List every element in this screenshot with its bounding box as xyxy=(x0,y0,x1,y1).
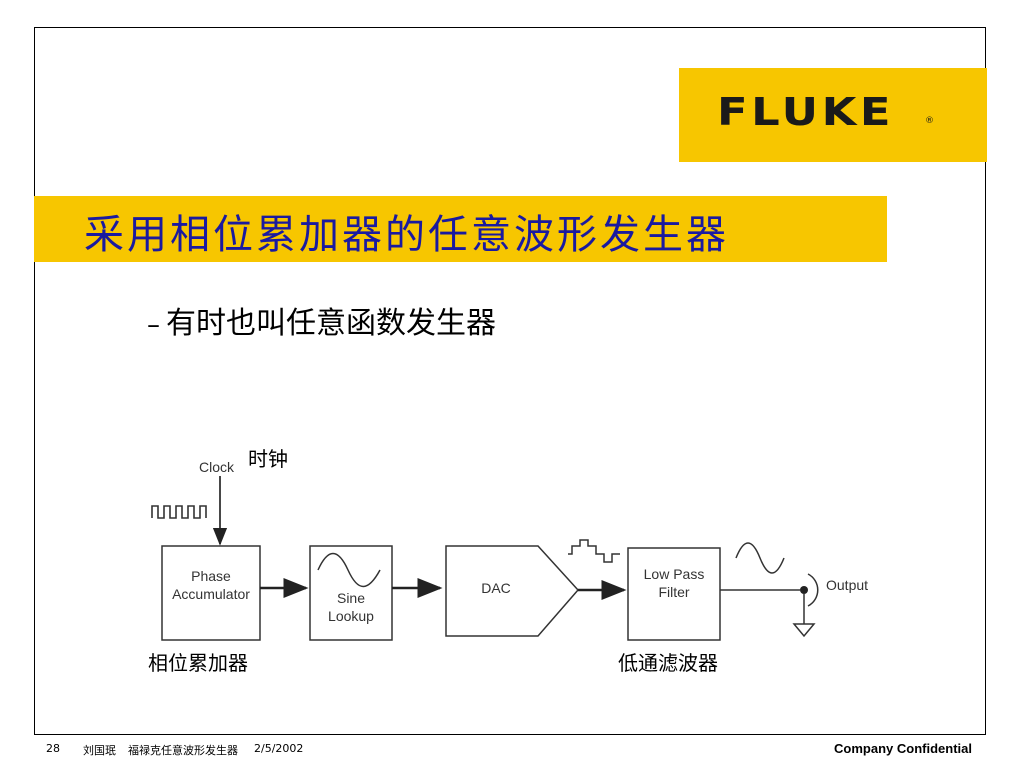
sine-wave-icon xyxy=(317,552,381,588)
logo-text: FLUKE xyxy=(717,90,895,134)
logo-registered-mark: ® xyxy=(925,116,934,126)
low-pass-filter-block xyxy=(627,547,721,641)
output-connector-icon xyxy=(807,573,819,607)
sine-lookup-block xyxy=(309,545,393,641)
bullet-dash: – xyxy=(147,310,160,340)
output-label: Output xyxy=(826,577,868,593)
footer-confidential: Company Confidential xyxy=(834,741,972,756)
clock-cn-label: 时钟 xyxy=(248,448,288,471)
ground-icon xyxy=(792,623,816,638)
bullet-item: –有时也叫任意函数发生器 xyxy=(147,298,496,342)
slide-frame xyxy=(34,27,986,735)
dac-block xyxy=(445,545,580,637)
sine-label-2: Lookup xyxy=(328,608,374,624)
fluke-logo: FLUKE ® xyxy=(679,68,987,162)
clock-label: Clock xyxy=(199,459,235,475)
dac-label: DAC xyxy=(481,580,511,596)
block-diagram: Clock 时钟 Phase Accumulator Sine Lookup D… xyxy=(148,448,868,675)
bullet-text: 有时也叫任意函数发生器 xyxy=(166,306,496,341)
clock-pulse-icon xyxy=(151,505,207,519)
footer-date: 2/5/2002 xyxy=(254,742,304,755)
staircase-wave-icon xyxy=(568,539,620,563)
phase-accumulator-block xyxy=(161,545,261,641)
footer-course: 福禄克任意波形发生器 xyxy=(128,744,238,757)
phase-label-2: Accumulator xyxy=(172,586,250,602)
lpf-label-1: Low Pass xyxy=(644,566,705,582)
low-pass-filter-cn-label: 低通滤波器 xyxy=(618,652,718,675)
sine-label-1: Sine xyxy=(337,590,365,606)
output-terminal-dot xyxy=(800,586,808,594)
phase-accumulator-cn-label: 相位累加器 xyxy=(148,652,248,675)
lpf-label-2: Filter xyxy=(658,584,689,600)
title-bar: 采用相位累加器的任意波形发生器 xyxy=(34,196,887,262)
footer-author: 刘国珉 xyxy=(83,744,116,757)
slide-title: 采用相位累加器的任意波形发生器 xyxy=(84,212,729,258)
sine-output-icon xyxy=(735,542,785,574)
footer-page-number: 28 xyxy=(46,742,60,755)
phase-label-1: Phase xyxy=(191,568,231,584)
